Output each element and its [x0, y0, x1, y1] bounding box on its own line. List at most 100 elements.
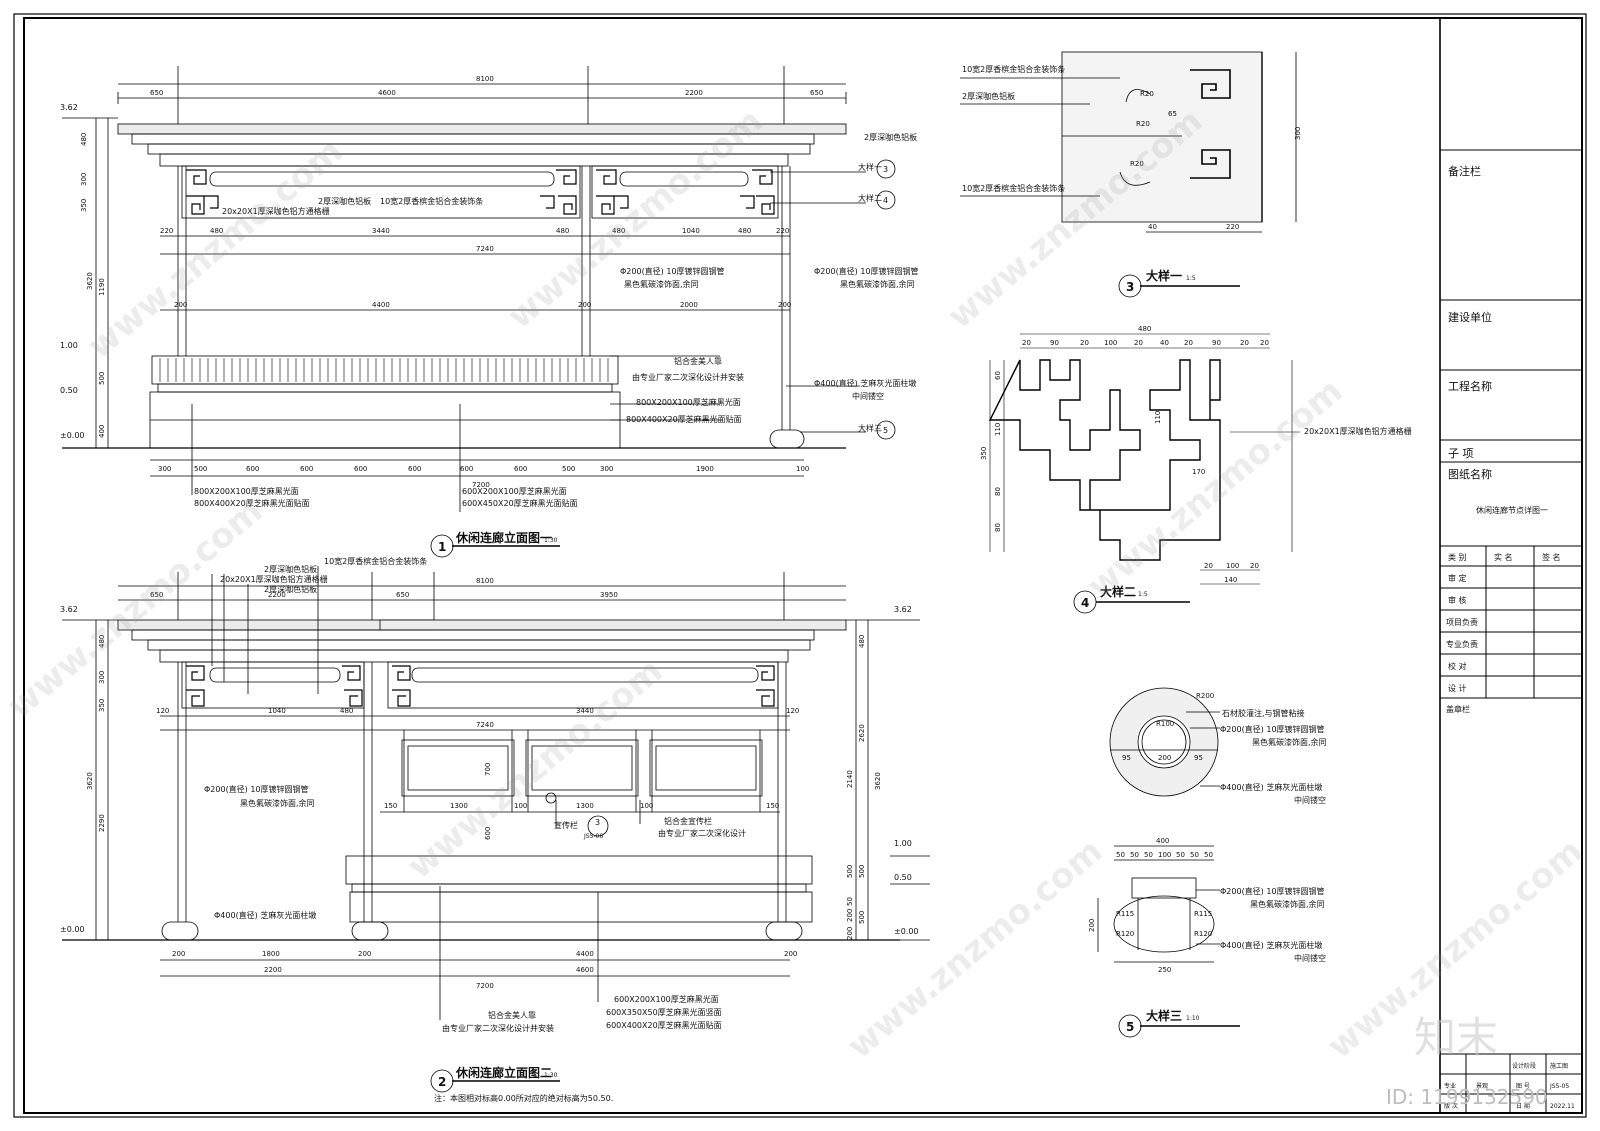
e2-bottotal: 7200	[476, 982, 494, 990]
e2-left-3: 2290	[98, 814, 106, 832]
d5a-lbl-1: Φ200(直径) 10厚镀锌圆钢管	[1220, 724, 1325, 734]
d3-d-300: 300	[1294, 127, 1302, 140]
d4-title-num: 4	[1081, 596, 1089, 610]
d4-b-0: 20	[1204, 562, 1213, 570]
elev2-texts: 650 2200 650 3950 8100 120 1040 480 3440…	[60, 556, 919, 1103]
tb-date-label: 日 期	[1516, 1102, 1530, 1110]
d4-t-3: 100	[1104, 339, 1117, 347]
e1-bot-11: 100	[796, 465, 809, 473]
e2-level-1: ±0.00	[60, 925, 85, 934]
e2-level-3: 1.00	[894, 839, 912, 848]
e1-lbl-pipe2b: 黑色氟碳漆饰面,余同	[840, 279, 915, 289]
tb-role-5: 设 计	[1448, 683, 1467, 693]
d5b-r-2: R115	[1194, 910, 1212, 918]
wm-6: www.znzmo.com	[400, 651, 670, 887]
d4-b-1: 100	[1226, 562, 1239, 570]
e1-lbl-plate2: 2厚深咖色铝板	[318, 196, 371, 206]
e2-right-0: 480	[858, 635, 866, 648]
tb-role-2: 项目负责	[1446, 617, 1478, 627]
d3-title: 大样一	[1146, 268, 1182, 283]
d3-scale: 1:5	[1186, 275, 1196, 282]
d5b-lbl-3: 中间镂空	[1294, 953, 1326, 963]
e2-panel-5: 150	[766, 802, 779, 810]
tb-seal: 盖章栏	[1446, 704, 1470, 714]
d5b-lbl-1: 黑色氟碳漆饰面,余同	[1250, 899, 1325, 909]
d5b-r-1: R120	[1116, 930, 1134, 938]
e1-lbl-stone5: 600X200X100厚芝麻黑光面	[462, 486, 567, 496]
tb-header-2: 签 名	[1542, 552, 1561, 562]
d5b-r-3: R120	[1194, 930, 1212, 938]
e2-right-4: 500	[846, 865, 854, 878]
detail-three	[1097, 687, 1240, 1038]
detail-one	[960, 51, 1297, 298]
d5b-t-4: 50	[1176, 851, 1185, 859]
d4-t-4: 20	[1134, 339, 1143, 347]
d3-d-40: 40	[1148, 223, 1157, 231]
e1-left-1: 300	[80, 173, 88, 186]
e2-lbl-stone1: 600X200X100厚芝麻黑光面	[614, 994, 719, 1004]
tb-discipline-label: 专业	[1444, 1082, 1456, 1090]
e1-overall: 8100	[476, 75, 494, 83]
e1-span-1: 4400	[372, 301, 390, 309]
d5-title: 大样三	[1146, 1008, 1182, 1023]
e1-lbl-trim: 10宽2厚香槟金铝合金装饰条	[380, 196, 483, 206]
d5a-200: 200	[1158, 754, 1171, 762]
e2-left-2: 350	[98, 699, 106, 712]
e2-lbl-bench: 铝合金美人靠	[488, 1010, 536, 1020]
e1-lbl-bench1b: 由专业厂家二次深化设计并安装	[632, 372, 744, 382]
e1-span-4: 200	[778, 301, 791, 309]
e1-topdim-0: 650	[150, 89, 163, 97]
tb-version-label: 版 次	[1444, 1102, 1458, 1110]
d4-scale: 1:5	[1138, 591, 1148, 598]
detail-two	[988, 333, 1300, 614]
d5a-95b: 95	[1194, 754, 1203, 762]
e2-mid-7: 120	[786, 707, 799, 715]
tb-date: 2022.11	[1550, 1103, 1575, 1110]
wm-5: www.znzmo.com	[0, 491, 270, 727]
e2-topdim-0: 650	[150, 591, 163, 599]
d5a-r200: R200	[1196, 692, 1214, 700]
d4-l-1: 110	[994, 423, 1002, 436]
e2-lbl-grille: 20x20X1厚深咖色铝方通格栅	[220, 574, 328, 584]
d5a-lbl-0: 石材胶灌注,与钢管粘接	[1222, 708, 1305, 718]
e1-lbl-bench1: 铝合金美人靠	[674, 356, 722, 366]
e1-bot-4: 600	[354, 465, 367, 473]
e2-left-0: 480	[98, 635, 106, 648]
d5b-t-6: 50	[1204, 851, 1213, 859]
e1-level-0: ±0.00	[60, 431, 85, 440]
e1-left-0: 480	[80, 133, 88, 146]
wm-7: www.znzmo.com	[840, 831, 1110, 1067]
e2-left-1: 300	[98, 671, 106, 684]
e1-bot-2: 600	[246, 465, 259, 473]
e2-lbl-stone3: 600X400X20厚芝麻黑光面贴面	[606, 1020, 722, 1030]
e2-level-0: 3.62	[60, 605, 78, 614]
d3-lbl-2: 10宽2厚香槟金铝合金装饰条	[962, 183, 1065, 193]
d3-d-220: 220	[1226, 223, 1239, 231]
e2-lbl-board2b: 由专业厂家二次深化设计	[658, 828, 746, 838]
tb-stage-label: 设计阶段	[1512, 1062, 1536, 1070]
e1-callout-2-num: 4	[883, 196, 888, 205]
tb-role-0: 审 定	[1448, 573, 1467, 583]
e1-callout-3: 大样三	[858, 423, 882, 433]
e2-bot2-1: 4600	[576, 966, 594, 974]
d4-t-9: 20	[1260, 339, 1269, 347]
d3-d-65: 65	[1168, 110, 1177, 118]
e1-title-num: 1	[438, 540, 446, 554]
e2-panel-3: 1300	[576, 802, 594, 810]
e2-panel-1: 1300	[450, 802, 468, 810]
e1-bot-6: 600	[460, 465, 473, 473]
e1-middim-2: 480	[210, 227, 223, 235]
e2-lbl-plate: 2厚深咖色铝板	[264, 564, 317, 574]
e1-bot-10: 1900	[696, 465, 714, 473]
e2-lbl-board: 宣传栏	[554, 820, 578, 830]
e1-lbl-baseb: 中间镂空	[852, 391, 884, 401]
e2-lbl-base: Φ400(直径) 芝麻灰光面柱墩	[214, 910, 316, 920]
e2-lbl-pipeb: 黑色氟碳漆饰面,余同	[240, 798, 315, 808]
d3-title-num: 3	[1126, 280, 1134, 294]
e1-middim-8: 480	[738, 227, 751, 235]
watermark-logo: 知末	[1414, 1013, 1498, 1062]
d5b-lbl-0: Φ200(直径) 10厚镀锌圆钢管	[1220, 886, 1325, 896]
e1-bottotal: 7200	[472, 481, 490, 489]
tb-project: 工程名称	[1448, 379, 1492, 393]
